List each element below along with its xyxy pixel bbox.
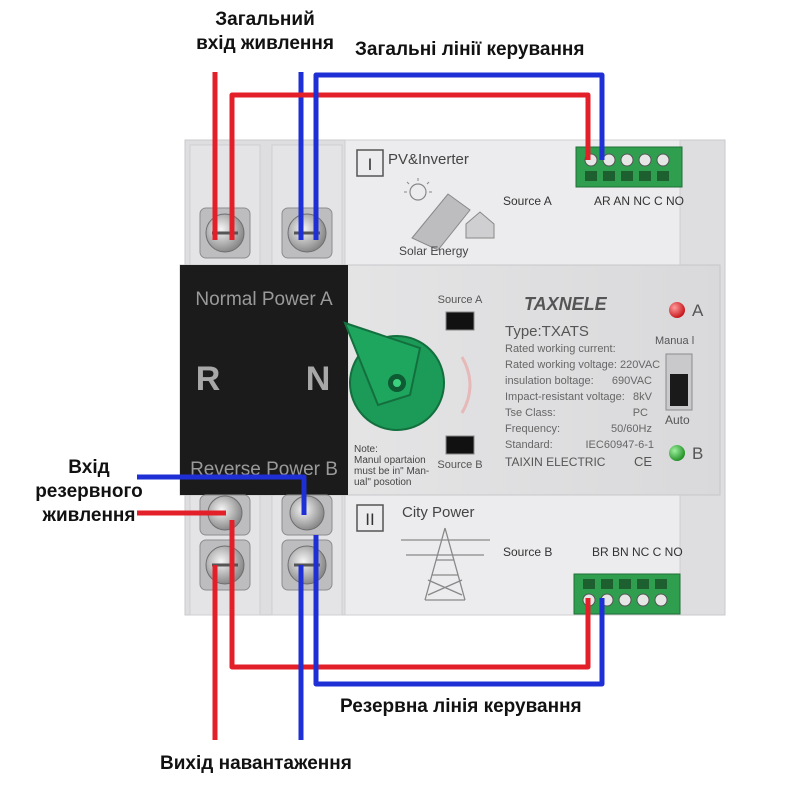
rotation-arrow-icon (460, 356, 472, 414)
main-input-label: Загальний вхід живлення (165, 8, 365, 56)
source-b-window-label: Source B (437, 459, 482, 471)
panel-top-terminals: AR AN NC C NO (594, 194, 684, 208)
note-line-4: ual" posotion (354, 477, 411, 488)
manual-label: Manua l (655, 335, 694, 347)
indicator-a-label: A (692, 301, 704, 320)
phase-n-label: N (306, 360, 331, 398)
insulation-value: 690VAC (612, 375, 652, 387)
panel-bot-numeral: II (365, 510, 374, 529)
solar-energy-icon (404, 178, 495, 251)
panel-top-numeral-box (356, 149, 384, 177)
mode-selector-knob[interactable] (670, 374, 688, 406)
main-control-live-wire (229, 92, 591, 240)
source-a-window (445, 311, 475, 331)
brand-label: TAXNELE (524, 294, 608, 314)
note-line-1: Note: (354, 444, 378, 455)
rated-voltage-label: Rated working voltage: 220VAC (505, 359, 660, 371)
phase-r-label: R (196, 360, 221, 398)
backup-input-neutral-wire (137, 474, 307, 515)
source-a-window-label: Source A (438, 294, 483, 306)
load-output-label: Вихід навантаження (160, 753, 352, 774)
main-control-neutral-wire (313, 72, 605, 240)
rated-current-label: Rated working current: (505, 343, 616, 355)
top-control-terminal-block (575, 146, 683, 188)
panel-top-numeral: I (368, 155, 373, 174)
backup-input-label-line-2: резервного (35, 481, 143, 502)
main-input-label-line-2: вхід живлення (196, 33, 334, 54)
backup-control-label: Резервна лінія керування (340, 696, 582, 717)
source-b-window (445, 435, 475, 455)
std-label: Standard: (505, 439, 553, 451)
indicator-a-led (669, 302, 685, 318)
backup-control-neutral-wire (313, 535, 605, 687)
impact-value: 8kV (633, 391, 653, 403)
panel-bot-terminals: BR BN NC C NO (592, 545, 683, 559)
type-label: Type:TXATS (505, 323, 589, 340)
panel-top-sub: Solar Energy (399, 244, 468, 258)
main-input-label-line-1: Загальний (215, 9, 315, 30)
freq-label: Frequency: (505, 423, 560, 435)
std-value: IEC60947-6-1 (586, 439, 655, 451)
impact-label: Impact-resistant voltage: (505, 391, 625, 403)
normal-power-label: Normal Power A (195, 289, 333, 310)
note-line-2: Manul opartaion (354, 455, 426, 466)
maker-label: TAIXIN ELECTRIC (505, 455, 606, 469)
class-value: PC (633, 407, 648, 419)
freq-value: 50/60Hz (611, 423, 652, 435)
power-tower-icon (401, 527, 490, 601)
backup-input-label-line-3: живлення (42, 505, 136, 526)
panel-bot-source: Source B (503, 545, 552, 559)
panel-bot-title: City Power (402, 504, 475, 521)
auto-label: Auto (665, 413, 690, 427)
indicator-b-led (669, 445, 685, 461)
note-line-3: must be in" Man- (354, 466, 429, 477)
main-control-label: Загальні лінії керування (355, 39, 585, 60)
rotary-handle[interactable] (343, 321, 445, 431)
backup-input-label-line-1: Вхід (68, 457, 110, 478)
panel-bot-numeral-box (356, 504, 384, 532)
insulation-label: insulation boltage: (505, 375, 594, 387)
bottom-control-terminal-block (573, 573, 681, 615)
backup-input-label: Вхід резервного живлення (0, 456, 178, 528)
backup-control-live-wire (229, 520, 591, 670)
ce-mark: CE (634, 454, 652, 469)
panel-top-title: PV&Inverter (388, 151, 469, 168)
indicator-b-label: B (692, 444, 703, 463)
panel-top-source: Source A (503, 194, 552, 208)
class-label: Tse Class: (505, 407, 556, 419)
